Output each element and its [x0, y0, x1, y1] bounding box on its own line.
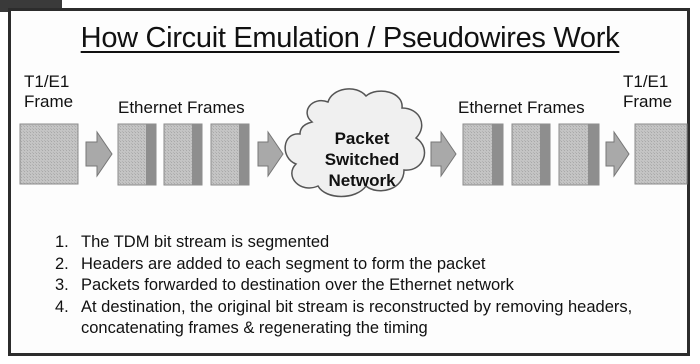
ethernet-frame-left-2	[163, 123, 203, 186]
step-item: 3. Packets forwarded to destination over…	[55, 275, 685, 297]
step-number: 4.	[55, 297, 69, 316]
t1e1-left-label: T1/E1 Frame	[24, 72, 73, 112]
step-number: 3.	[55, 276, 69, 294]
step-text: The TDM bit stream is segmented	[81, 233, 330, 251]
step-text: At destination, the original bit stream …	[81, 297, 633, 338]
arrow-icon-4	[605, 130, 630, 178]
step-text: Headers are added to each segment to for…	[81, 254, 486, 273]
ethernet-frame-right-3	[558, 123, 600, 186]
t1e1-frame-left	[19, 123, 79, 185]
cloud-label-line3: Network	[328, 171, 396, 190]
arrow-icon-3	[430, 130, 457, 178]
step-item: 2. Headers are added to each segment to …	[55, 254, 685, 276]
ethernet-frames-left-group	[117, 123, 250, 186]
step-item: 1. The TDM bit stream is segmented	[55, 232, 685, 254]
ethernet-frames-left-label: Ethernet Frames	[118, 98, 245, 117]
t1e1-right-line1: T1/E1	[623, 72, 669, 91]
arrow-icon-1	[85, 130, 113, 178]
steps-list: 1. The TDM bit stream is segmented 2. He…	[55, 232, 685, 340]
cloud-label-line1: Packet	[334, 129, 390, 148]
ethernet-frames-right-group	[462, 123, 600, 186]
cloud-label: Packet Switched Network	[292, 128, 432, 191]
arrow-icon-2	[257, 130, 284, 178]
ethernet-frame-left-1	[117, 123, 157, 186]
t1e1-left-line1: T1/E1	[24, 72, 70, 91]
t1e1-right-line2: Frame	[623, 92, 673, 111]
cloud-icon	[284, 88, 426, 198]
page-title: How Circuit Emulation / Pseudowires Work	[80, 22, 620, 54]
t1e1-left-line2: Frame	[24, 92, 74, 111]
ethernet-frame-left-3	[210, 123, 250, 186]
t1e1-frame-right	[634, 123, 688, 185]
step-number: 1.	[55, 233, 69, 251]
step-text: Packets forwarded to destination over th…	[81, 276, 514, 294]
ethernet-frames-right-label: Ethernet Frames	[458, 98, 585, 117]
ethernet-frame-right-2	[511, 123, 551, 186]
step-number: 2.	[55, 254, 69, 273]
step-item: 4. At destination, the original bit stre…	[55, 297, 685, 340]
ethernet-frame-right-1	[462, 123, 504, 186]
t1e1-right-label: T1/E1 Frame	[623, 72, 672, 112]
cloud-label-line2: Switched	[324, 150, 400, 169]
